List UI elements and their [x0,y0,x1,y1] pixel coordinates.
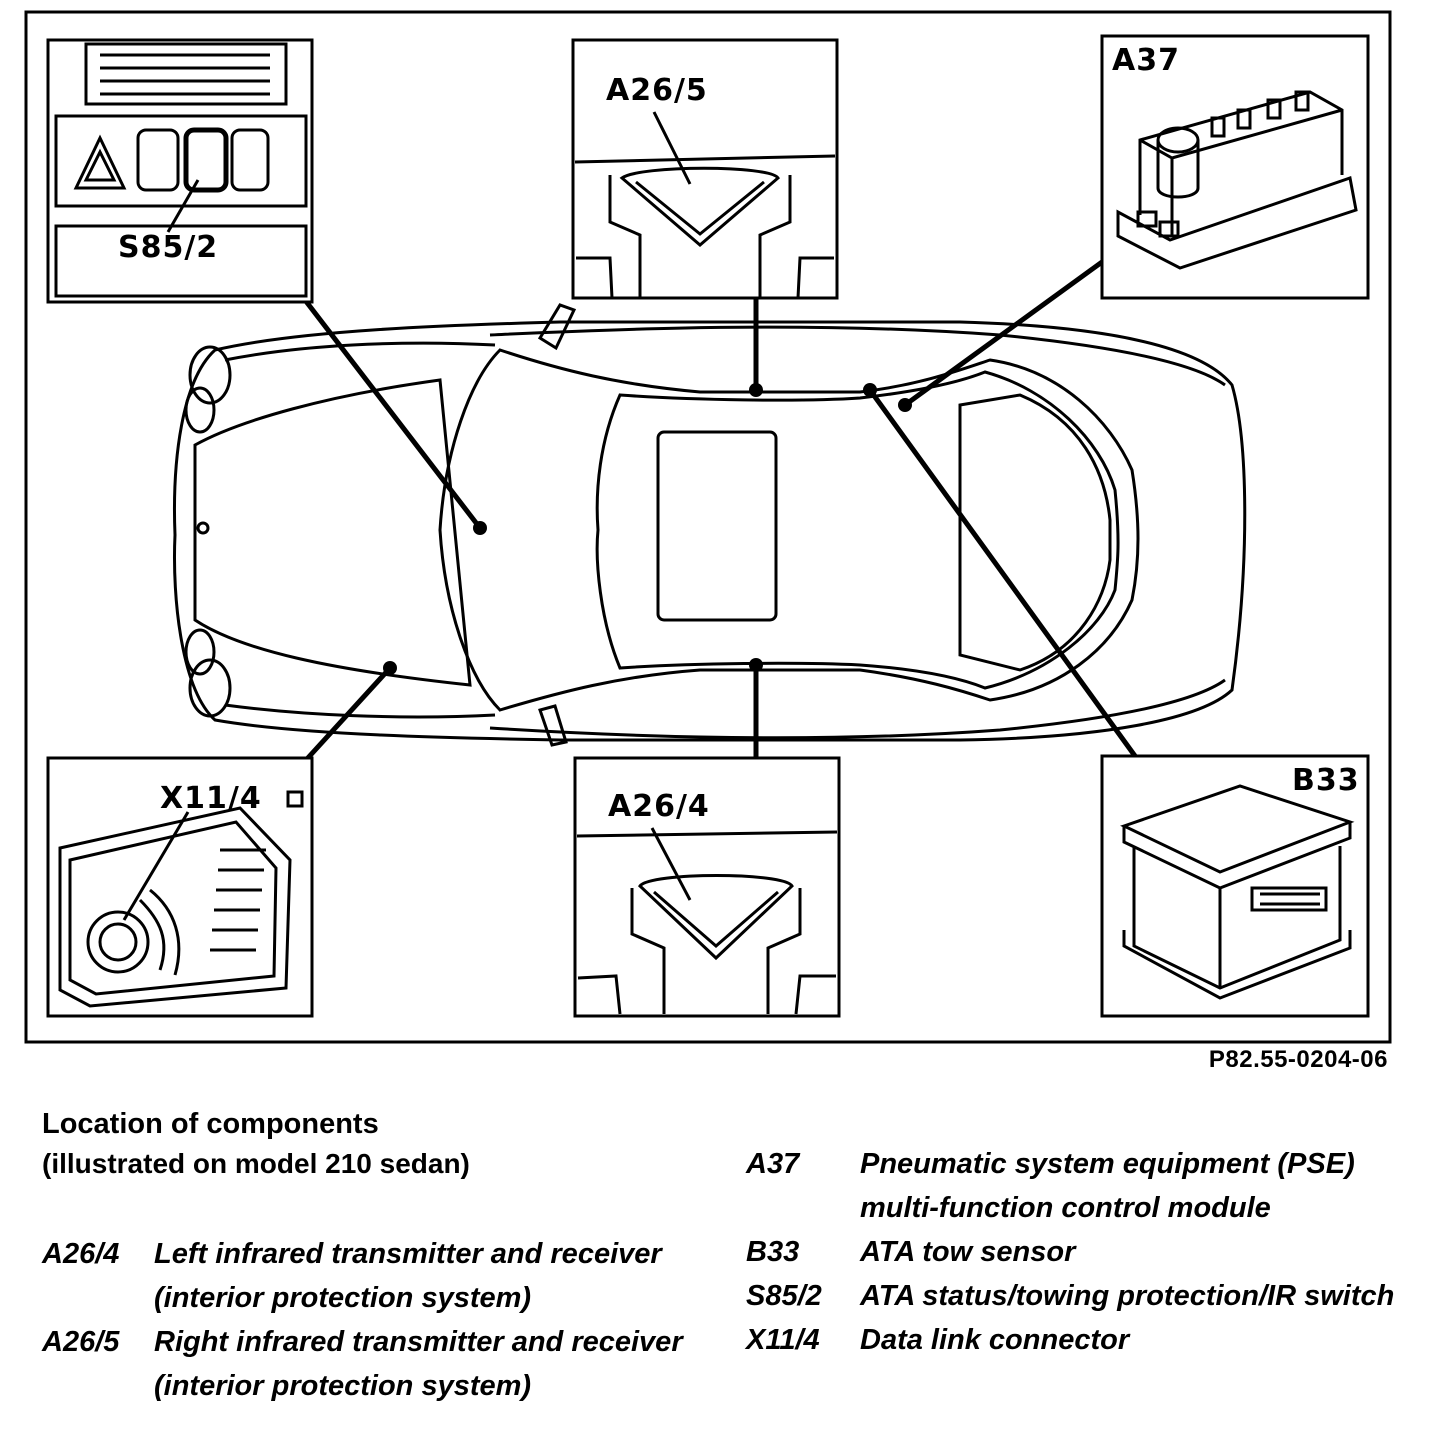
legend-entry-s85-2: S85/2 ATA status/towing protection/IR sw… [746,1274,1406,1318]
legend-description: Right infrared transmitter and receiver … [154,1326,683,1402]
legend-title: Location of components [42,1108,379,1140]
legend-entry-x11-4: X11/4 Data link connector [746,1318,1406,1362]
callout-x11-4: X11/4 [160,781,262,816]
leader-lines [303,259,1138,762]
legend-body: (illustrated on model 210 sedan) A26/4 L… [42,1144,1402,1434]
legend-description: Left infrared transmitter and receiver (… [154,1238,662,1314]
inset-a26-5: A26/5 [571,38,839,300]
leader-dots [383,383,912,675]
car-top-view [173,303,1247,747]
legend-code: S85/2 [746,1280,822,1312]
inset-a37: A37 [1100,34,1370,300]
legend-description: ATA tow sensor [860,1236,1076,1268]
callout-a37: A37 [1112,43,1180,78]
legend-code: B33 [746,1236,800,1268]
legend-code: A26/5 [42,1326,120,1358]
legend-description: Data link connector [860,1324,1130,1356]
legend-entry-b33: B33 ATA tow sensor [746,1230,1406,1274]
legend-entry-a37: A37 Pneumatic system equipment (PSE) mul… [746,1142,1406,1230]
legend-entry-a26-4: A26/4 Left infrared transmitter and rece… [42,1232,742,1320]
legend-code: A26/4 [42,1238,120,1270]
legend-description: ATA status/towing protection/IR switch [860,1280,1395,1312]
callout-s85-2: S85/2 [118,230,218,265]
inset-s85-2: S85/2 [46,38,314,304]
figure-reference: P82.55-0204-06 [1208,1046,1388,1073]
callout-a26-5: A26/5 [606,73,708,108]
legend: Location of components (illustrated on m… [42,1104,1402,1434]
inset-b33: B33 [1100,754,1370,1018]
callout-b33: B33 [1292,763,1360,798]
callout-a26-4: A26/4 [608,789,710,824]
legend-description: Pneumatic system equipment (PSE) multi-f… [860,1148,1355,1224]
inset-x11-4: X11/4 [46,756,314,1018]
legend-right-column: A37 Pneumatic system equipment (PSE) mul… [746,1142,1406,1362]
inset-a26-4: A26/4 [573,756,841,1018]
legend-entry-a26-5: A26/5 Right infrared transmitter and rec… [42,1320,742,1408]
component-location-diagram: S85/2 A26/5 [24,10,1392,1044]
legend-left-column: (illustrated on model 210 sedan) A26/4 L… [42,1144,742,1408]
legend-subtitle: (illustrated on model 210 sedan) [42,1148,470,1179]
legend-code: X11/4 [746,1324,820,1356]
legend-code: A37 [746,1148,800,1180]
